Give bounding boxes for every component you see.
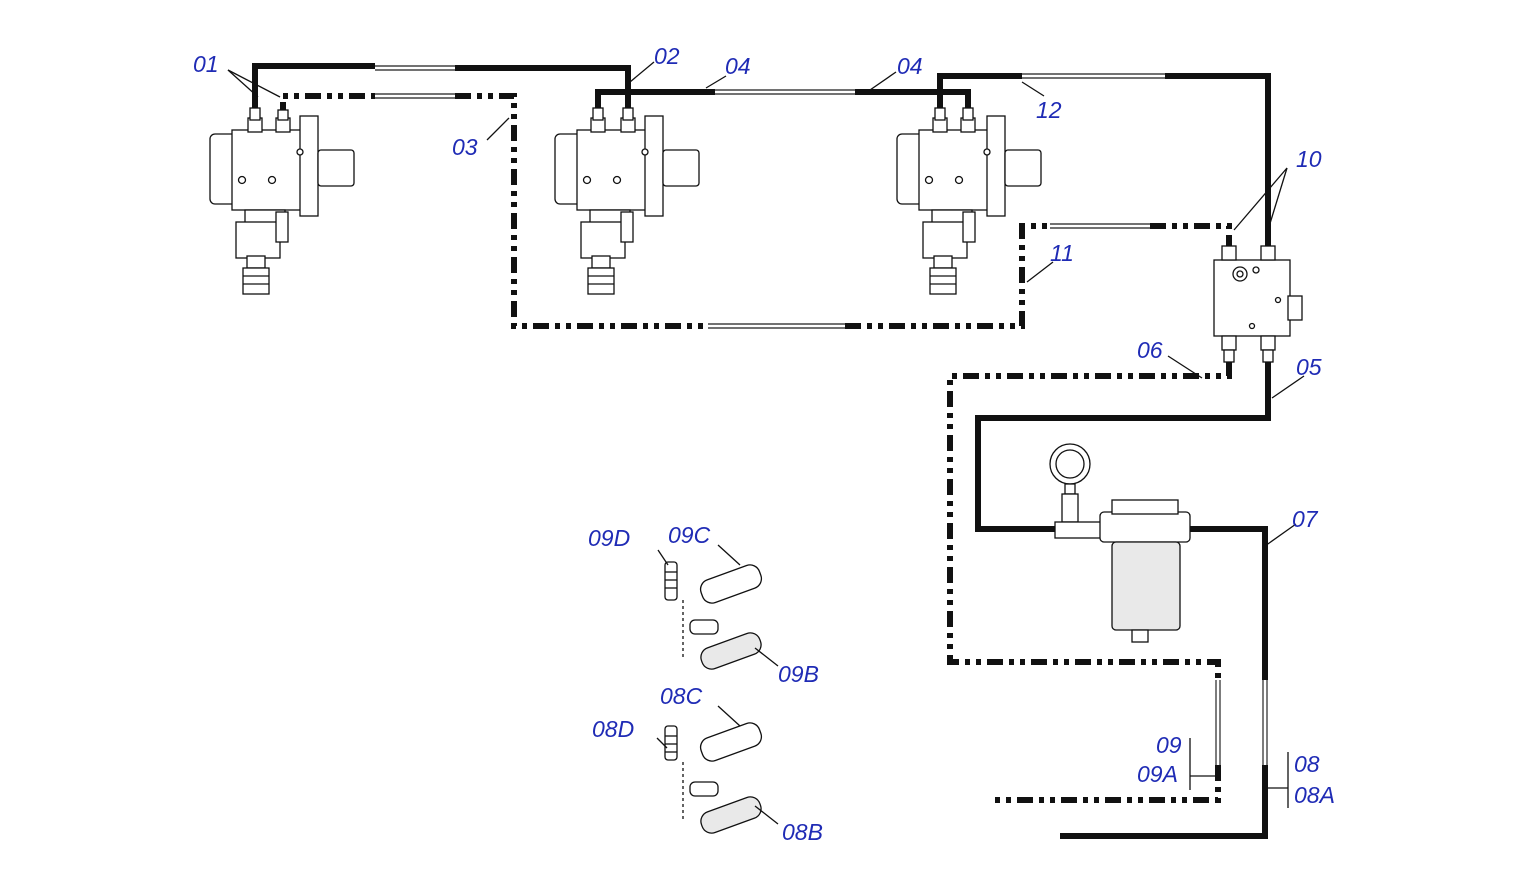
leader-lines [227, 61, 1305, 825]
valve-block [1213, 245, 1303, 363]
callout-11: 11 [1050, 240, 1074, 266]
callout-08D: 08D [592, 716, 634, 742]
callout-04-b: 04 [897, 53, 923, 79]
callout-09C: 09C [668, 522, 711, 548]
hose-01-pressure [252, 63, 631, 108]
pump-unit-3 [896, 107, 1042, 295]
callout-labels: 01 02 03 04 04 12 10 11 06 05 07 09 09A … [193, 43, 1335, 845]
pump-unit-2 [554, 107, 700, 295]
callout-03: 03 [452, 134, 478, 160]
callout-09B: 09B [778, 661, 819, 687]
callout-08A: 08A [1294, 782, 1335, 808]
callout-08B: 08B [782, 819, 823, 845]
hose-06-return [947, 362, 1232, 803]
callout-08C: 08C [660, 683, 703, 709]
callout-02: 02 [654, 43, 680, 69]
filter-assembly [1049, 443, 1191, 643]
callout-09: 09 [1156, 732, 1182, 758]
callout-09D: 09D [588, 525, 630, 551]
fitting-kit-09 [664, 561, 763, 670]
callout-07: 07 [1292, 506, 1319, 532]
hose-03-return [280, 93, 845, 329]
hose-11-return [845, 223, 1232, 329]
callout-04-a: 04 [725, 53, 751, 79]
callout-01: 01 [193, 51, 219, 77]
callout-09A: 09A [1137, 761, 1178, 787]
callout-08: 08 [1294, 751, 1320, 777]
hose-05-pressure [975, 362, 1271, 532]
pump-unit-1 [209, 107, 355, 295]
callout-05: 05 [1296, 354, 1322, 380]
hose-07-pressure [1060, 526, 1268, 839]
callout-06: 06 [1137, 337, 1163, 363]
hose-02-pressure [595, 89, 971, 118]
callout-10: 10 [1296, 146, 1322, 172]
callout-12: 12 [1036, 97, 1062, 123]
fitting-kit-08 [664, 722, 763, 834]
